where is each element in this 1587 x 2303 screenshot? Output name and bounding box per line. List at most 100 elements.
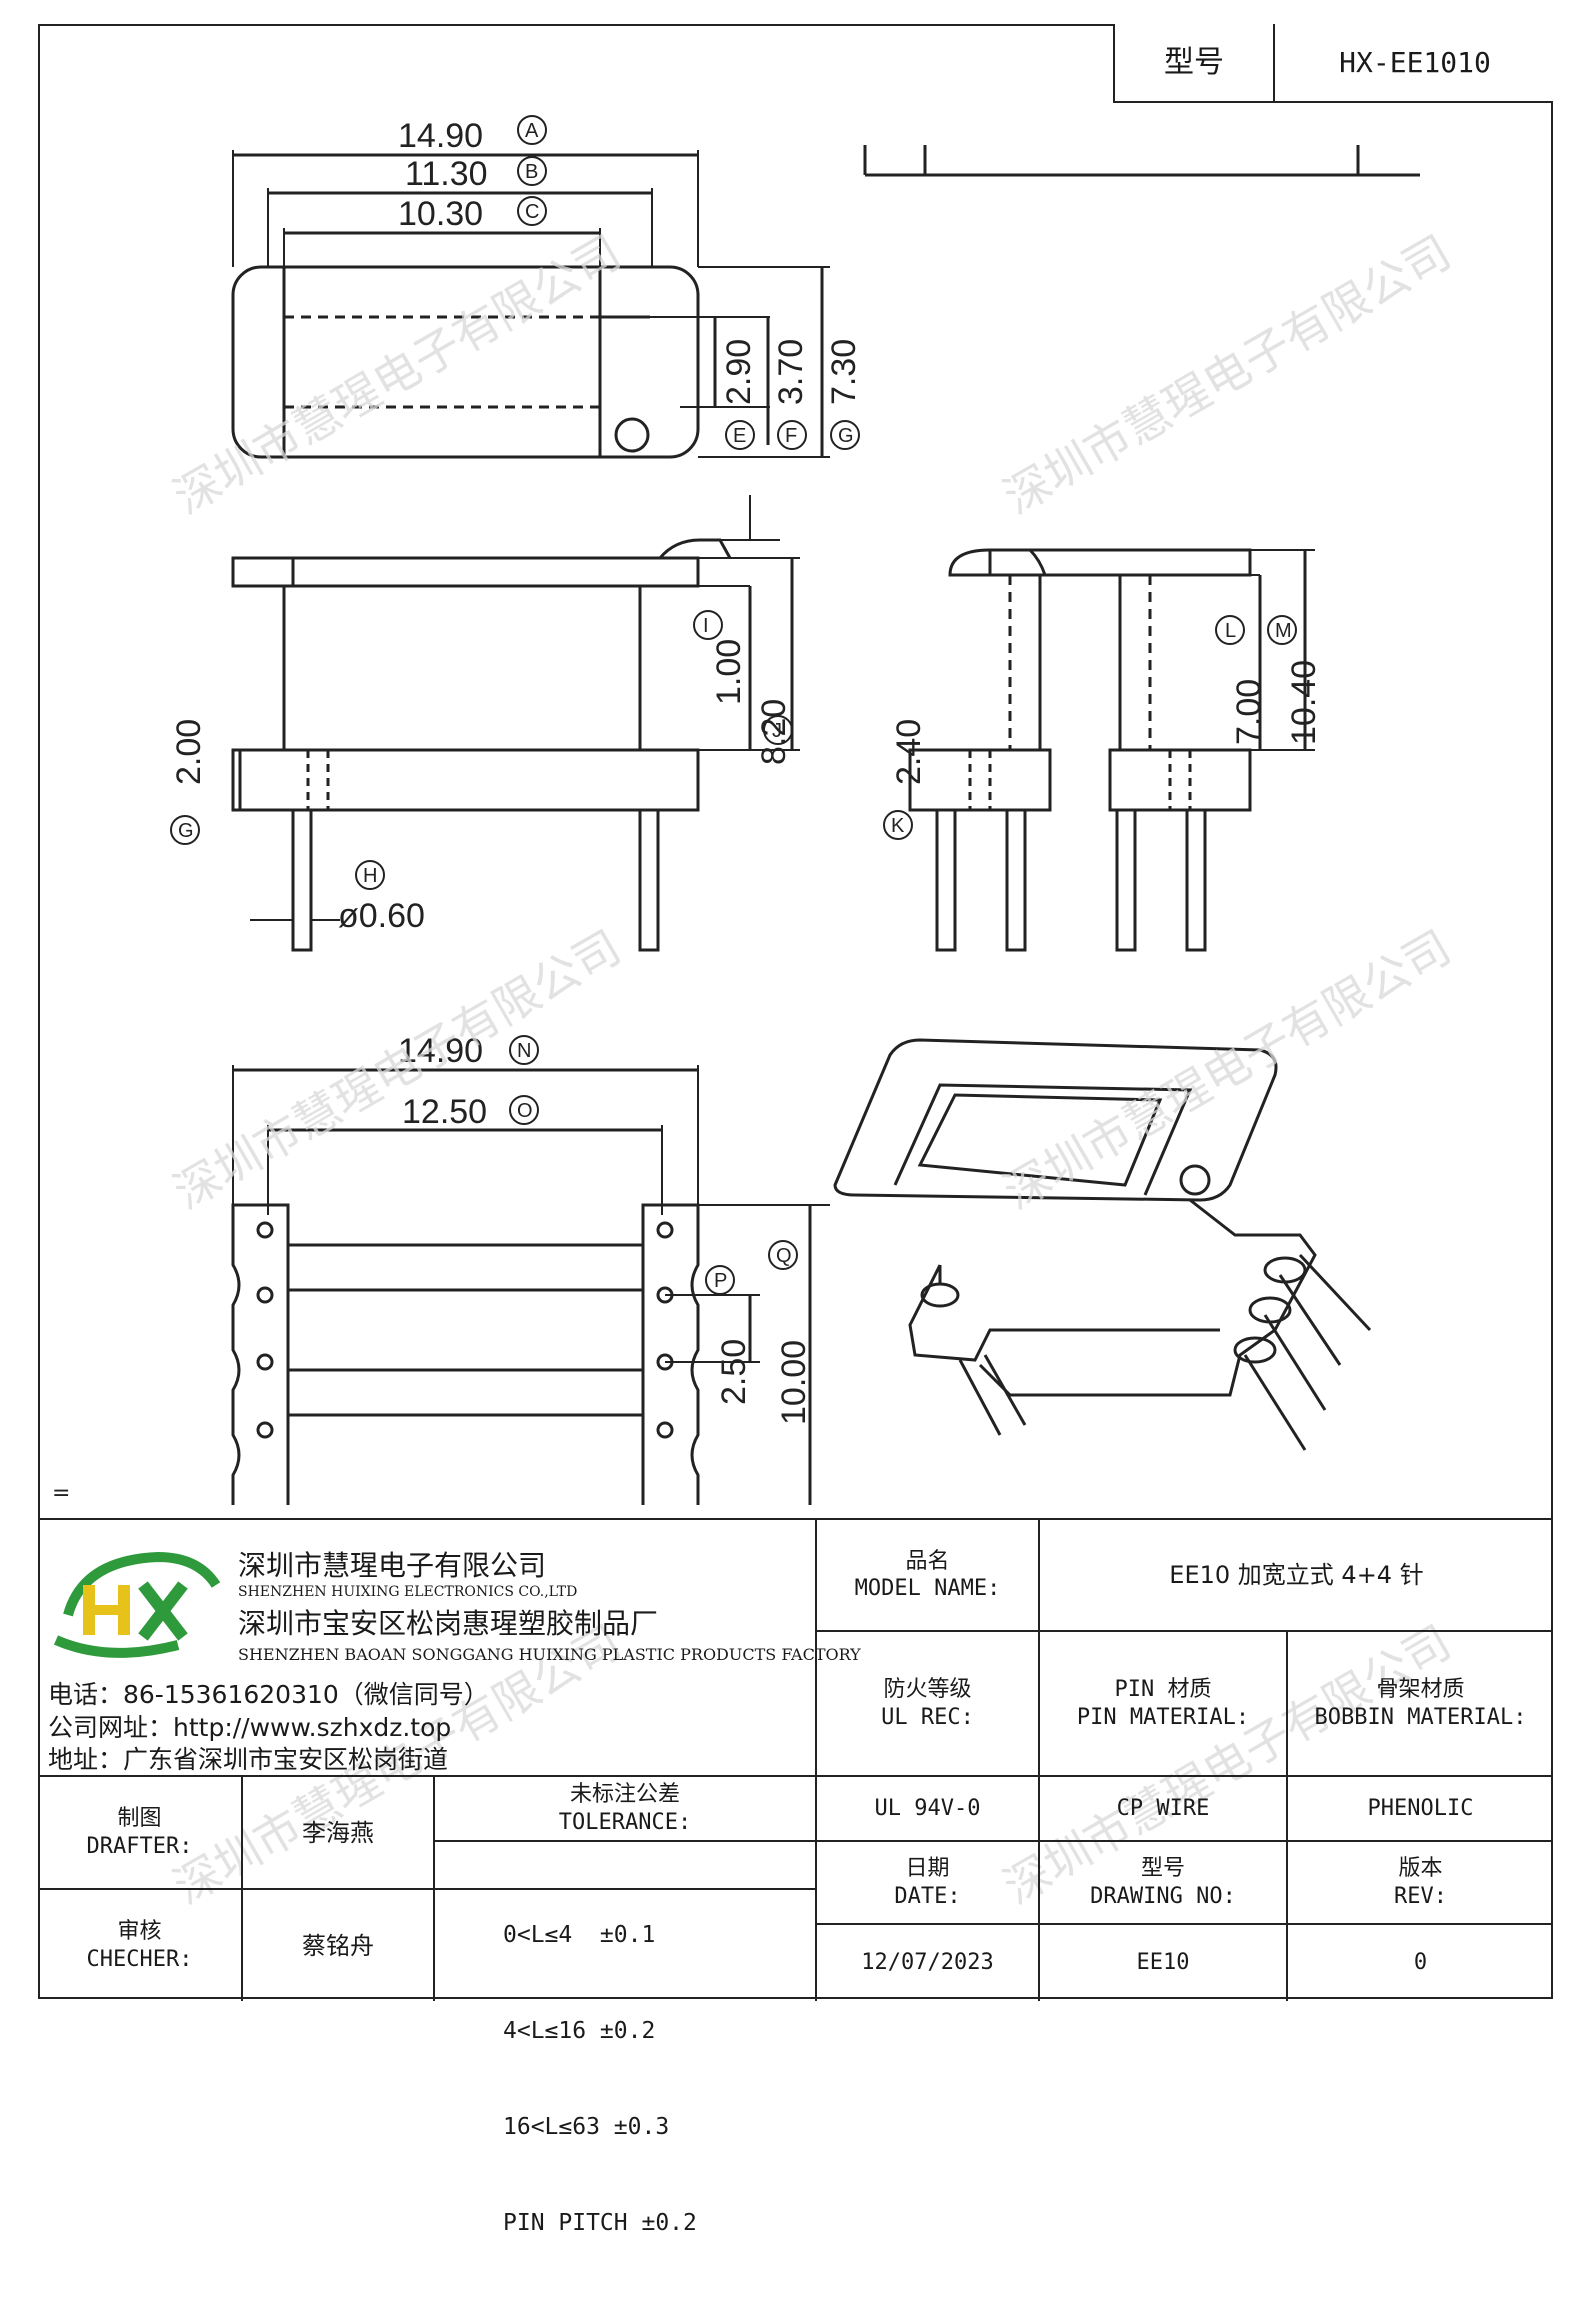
drawing-no-en: DRAWING NO: [1090,1883,1236,1909]
tolerance-line-4: PIN PITCH ±0.2 [503,2210,697,2236]
mark-m: M [1275,620,1292,642]
tolerance-line-2: 4<L≤16 ±0.2 [503,2018,656,2044]
mark-f: F [785,425,797,447]
model-name-en: MODEL NAME: [854,1576,1001,1601]
dim-g: 7.30 [825,339,863,405]
rev-label: 版本 REV: [1288,1842,1553,1923]
pin-material-label: PIN 材质 PIN MATERIAL: [1040,1632,1286,1775]
front-view [231,495,800,952]
dim-f: 3.70 [772,339,810,405]
date-value: 12/07/2023 [861,1950,994,1976]
mark-l: L [1225,620,1236,642]
mark-b: B [525,161,538,183]
tolerance-en: TOLERANCE: [558,1809,692,1835]
drawing-no-label: 型号 DRAWING NO: [1040,1842,1286,1923]
mark-n: N [517,1040,531,1062]
dim-i: 8.20 [755,699,793,765]
technical-drawing: 14.90 11.30 10.30 A B C 2.90 3.70 7.30 E… [52,115,1420,1505]
bobbin-material-label: 骨架材质 BOBBIN MATERIAL: [1288,1632,1553,1775]
company-website: 公司网址：http://www.szhxdz.top [48,1713,452,1742]
company-phone: 电话：86-15361620310（微信同号） [48,1680,489,1709]
ul-rec-value: UL 94V-0 [874,1795,981,1821]
tolerance-cn: 未标注公差 [569,1782,680,1807]
drawing-no-cn: 型号 [1140,1856,1185,1881]
eq-mark: = [52,1481,70,1505]
mark-front-i: I [703,615,709,637]
dim-pin: ø0.60 [338,897,425,935]
logo-text: HX [48,1545,50,1546]
drafter-label: 制图 DRAFTER: [38,1777,241,1888]
rev-cn: 版本 [1398,1856,1443,1881]
bobbin-material-en: BOBBIN MATERIAL: [1314,1704,1527,1730]
model-name-value: EE10 加宽立式 4+4 针 [1169,1561,1424,1589]
model-header-box: 型号 HX-EE1010 [1113,24,1553,103]
title-block: HX 深圳市慧瑆电子有限公司 SHENZHEN HUIXING ELECTRON… [38,1518,1553,2236]
tolerance-line-1: 0<L≤4 ±0.1 [503,1922,656,1948]
company-name-en: SHENZHEN HUIXING ELECTRONICS CO.,LTD [238,1584,578,1600]
mark-p: P [714,1270,727,1292]
dim-q: 10.00 [775,1340,813,1425]
dim-p: 2.50 [715,1339,753,1405]
pin-material-value: CP WIRE [1116,1795,1210,1821]
model-header-value: HX-EE1010 [1339,46,1491,79]
pin-material-en: PIN MATERIAL: [1076,1704,1250,1730]
date-label: 日期 DATE: [817,1842,1038,1923]
dim-c: 10.30 [398,195,483,233]
model-name-label: 品名 MODEL NAME: [817,1520,1038,1630]
mark-o: O [517,1100,533,1122]
dim-o: 12.50 [402,1093,487,1131]
pin-material-cn: PIN 材质 [1114,1677,1212,1702]
company-logo: HX [48,1545,223,1665]
top-view [231,150,830,459]
rev-value: 0 [1413,1950,1428,1976]
rev-en: REV: [1394,1883,1447,1909]
tolerance-label: 未标注公差 TOLERANCE: [435,1777,815,1840]
dim-left: 2.00 [170,719,208,785]
checker-en: CHECHER: [86,1946,193,1972]
factory-name-en: SHENZHEN BAOAN SONGGANG HUIXING PLASTIC … [238,1645,861,1664]
dim-n: 14.90 [398,1032,483,1070]
checker-cn: 审核 [117,1919,162,1944]
ul-rec-cn: 防火等级 [883,1677,972,1702]
date-en: DATE: [894,1883,961,1909]
drafter-en: DRAFTER: [86,1833,193,1859]
model-name-cn: 品名 [905,1548,950,1574]
bottom-view [231,1065,830,1505]
drafter-name: 李海燕 [302,1818,374,1847]
side-view [908,548,1315,952]
checker-name: 蔡铭舟 [302,1931,374,1960]
dim-l: 7.00 [1230,679,1268,745]
mark-q: Q [776,1245,792,1267]
mark-front-h: H [363,865,377,887]
mark-front-j: J [772,720,782,742]
date-cn: 日期 [905,1856,950,1881]
company-name-cn: 深圳市慧瑆电子有限公司 [238,1549,547,1582]
tolerance-line-3: 16<L≤63 ±0.3 [503,2114,670,2140]
bobbin-material-cn: 骨架材质 [1376,1677,1465,1702]
dim-k: 2.40 [890,719,928,785]
drawing-frame [38,24,1553,1999]
ul-rec-label: 防火等级 UL REC: [817,1632,1038,1775]
mark-g: G [838,425,854,447]
mark-e: E [733,425,746,447]
tolerance-values: 0<L≤4 ±0.1 4<L≤16 ±0.2 16<L≤63 ±0.3 PIN … [503,1855,697,2303]
partial-view [863,145,1420,177]
drafter-cn: 制图 [117,1806,162,1831]
company-address: 地址：广东省深圳市宝安区松岗街道 [48,1745,449,1774]
dim-h: 1.00 [710,639,748,705]
dim-m: 10.40 [1285,660,1323,745]
dim-a: 14.90 [398,117,483,155]
checker-label: 审核 CHECHER: [38,1890,241,2001]
drawing-no-value: EE10 [1136,1950,1190,1976]
mark-a: A [525,120,539,142]
mark-front-g: G [178,820,194,842]
ul-rec-en: UL REC: [881,1704,974,1730]
isometric-view [833,1038,1372,1451]
dim-e: 2.90 [720,339,758,405]
model-header-label: 型号 [1115,24,1275,101]
dim-b: 11.30 [405,155,488,193]
bobbin-material-value: PHENOLIC [1367,1795,1474,1821]
factory-name-cn: 深圳市宝安区松岗惠瑆塑胶制品厂 [238,1607,659,1640]
mark-c: C [525,201,539,223]
mark-k: K [891,815,905,837]
